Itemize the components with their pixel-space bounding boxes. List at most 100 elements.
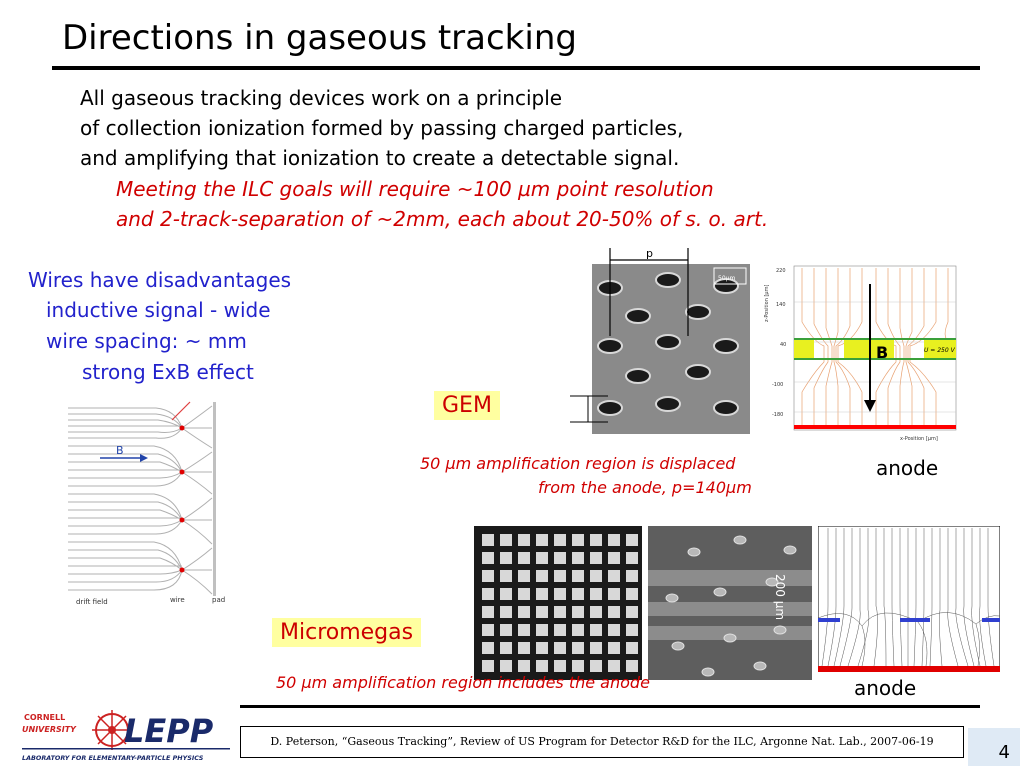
goal-line-2: and 2-track-separation of ~2mm, each abo… xyxy=(116,207,769,231)
mesh-cell xyxy=(554,624,566,636)
micromegas-mesh-photo xyxy=(474,526,642,680)
mesh-cell xyxy=(554,660,566,672)
mesh-cell xyxy=(500,588,512,600)
mesh-cell xyxy=(536,642,548,654)
mesh-cell xyxy=(518,660,530,672)
mesh-cell xyxy=(482,552,494,564)
mesh-cell xyxy=(554,552,566,564)
mesh-cell xyxy=(572,660,584,672)
pad-label: pad xyxy=(212,596,225,604)
lepp-logo: CORNELL UNIVERSITY LEPP LABORATORY FOR E… xyxy=(22,710,230,762)
mesh-cell xyxy=(500,606,512,618)
wire-label: wire xyxy=(170,596,185,604)
mesh-cell xyxy=(482,570,494,582)
mesh-cell xyxy=(536,624,548,636)
mesh-cell xyxy=(518,534,530,546)
page-number: 4 xyxy=(968,728,1020,766)
mesh-cell xyxy=(608,606,620,618)
mesh-cell xyxy=(590,534,602,546)
mesh-cell xyxy=(608,624,620,636)
mesh-cells xyxy=(482,534,638,672)
micromegas-scale-label: 200 µm xyxy=(773,574,787,620)
mesh-cell xyxy=(554,570,566,582)
mesh-cell xyxy=(554,606,566,618)
mesh-cell xyxy=(608,570,620,582)
intro-line-1: All gaseous tracking devices work on a p… xyxy=(80,86,563,110)
b-field-label: B xyxy=(116,444,124,457)
mesh-cell xyxy=(500,552,512,564)
gem-anode-label: anode xyxy=(876,456,939,480)
gem-foil-photo: p D 50µm xyxy=(570,247,750,434)
slide-title: Directions in gaseous tracking xyxy=(62,18,577,58)
mesh-cell xyxy=(482,624,494,636)
mesh-cell xyxy=(554,588,566,600)
gem-caption-line-2: from the anode, p=140µm xyxy=(538,478,752,497)
mesh-cell xyxy=(590,570,602,582)
svg-text:-180: -180 xyxy=(772,412,783,418)
mesh-cell xyxy=(572,534,584,546)
mesh-cell xyxy=(572,606,584,618)
wires-line-4: strong ExB effect xyxy=(82,360,254,384)
footer-rule xyxy=(240,705,980,708)
mesh-cell xyxy=(590,624,602,636)
mesh-cell xyxy=(518,624,530,636)
mesh-cell xyxy=(608,534,620,546)
mesh-cell xyxy=(626,588,638,600)
mesh-cell xyxy=(536,534,548,546)
gem-caption-line-1: 50 µm amplification region is displaced xyxy=(420,454,736,473)
mesh-cell xyxy=(518,570,530,582)
mesh-cell xyxy=(626,534,638,546)
intro-line-2: of collection ionization formed by passi… xyxy=(80,116,684,140)
logo-cornell: CORNELL xyxy=(24,713,65,722)
mesh-cell xyxy=(608,660,620,672)
mesh-cell xyxy=(554,642,566,654)
micromegas-label: Micromegas xyxy=(272,618,422,647)
wire-chamber-diagram: B drift field wire pad xyxy=(68,401,225,606)
micromegas-pillar-photo: 200 µm xyxy=(648,526,812,680)
wires-line-3: wire spacing: ~ mm xyxy=(46,329,247,353)
mesh-cell xyxy=(608,552,620,564)
svg-text:140: 140 xyxy=(776,302,786,308)
svg-text:z-Position [µm]: z-Position [µm] xyxy=(764,285,770,322)
mesh-cell xyxy=(482,642,494,654)
gem-field-u-label: U = 250 V xyxy=(924,347,956,354)
mesh-cell xyxy=(518,588,530,600)
wires-line-2: inductive signal - wide xyxy=(46,298,271,322)
gem-depth-label: D xyxy=(570,403,578,416)
mesh-cell xyxy=(626,624,638,636)
mesh-cell xyxy=(626,660,638,672)
mesh-cell xyxy=(500,642,512,654)
mesh-cell xyxy=(518,642,530,654)
gem-label: GEM xyxy=(434,391,500,420)
micromegas-anode-label: anode xyxy=(854,676,917,700)
logo-university: UNIVERSITY xyxy=(22,725,77,734)
mesh-cell xyxy=(482,588,494,600)
gem-field-b-label: B xyxy=(876,343,888,362)
mesh-cell xyxy=(518,552,530,564)
mesh-cell xyxy=(590,588,602,600)
mesh-cell xyxy=(482,606,494,618)
mesh-cell xyxy=(536,552,548,564)
mesh-cell xyxy=(482,660,494,672)
logo-subtitle: LABORATORY FOR ELEMENTARY-PARTICLE PHYSI… xyxy=(22,754,204,762)
svg-text:x-Position [µm]: x-Position [µm] xyxy=(900,436,938,442)
mesh-cell xyxy=(572,642,584,654)
gem-field-plot: B U = 250 V 220 140 40 -100 -180 z-Position… xyxy=(764,265,957,442)
mesh-cell xyxy=(500,570,512,582)
mesh-cell xyxy=(482,534,494,546)
mesh-cell xyxy=(626,570,638,582)
title-underline xyxy=(52,66,980,70)
mesh-cell xyxy=(590,642,602,654)
mesh-cell xyxy=(572,552,584,564)
mesh-cell xyxy=(536,606,548,618)
mesh-cell xyxy=(536,660,548,672)
svg-text:-100: -100 xyxy=(772,382,783,388)
drift-field-label: drift field xyxy=(76,598,108,606)
mesh-cell xyxy=(590,552,602,564)
mesh-cell xyxy=(554,534,566,546)
mesh-cell xyxy=(590,660,602,672)
svg-text:40: 40 xyxy=(780,342,786,348)
svg-text:220: 220 xyxy=(776,268,786,274)
mesh-cell xyxy=(572,588,584,600)
logo-lepp: LEPP xyxy=(124,712,214,750)
